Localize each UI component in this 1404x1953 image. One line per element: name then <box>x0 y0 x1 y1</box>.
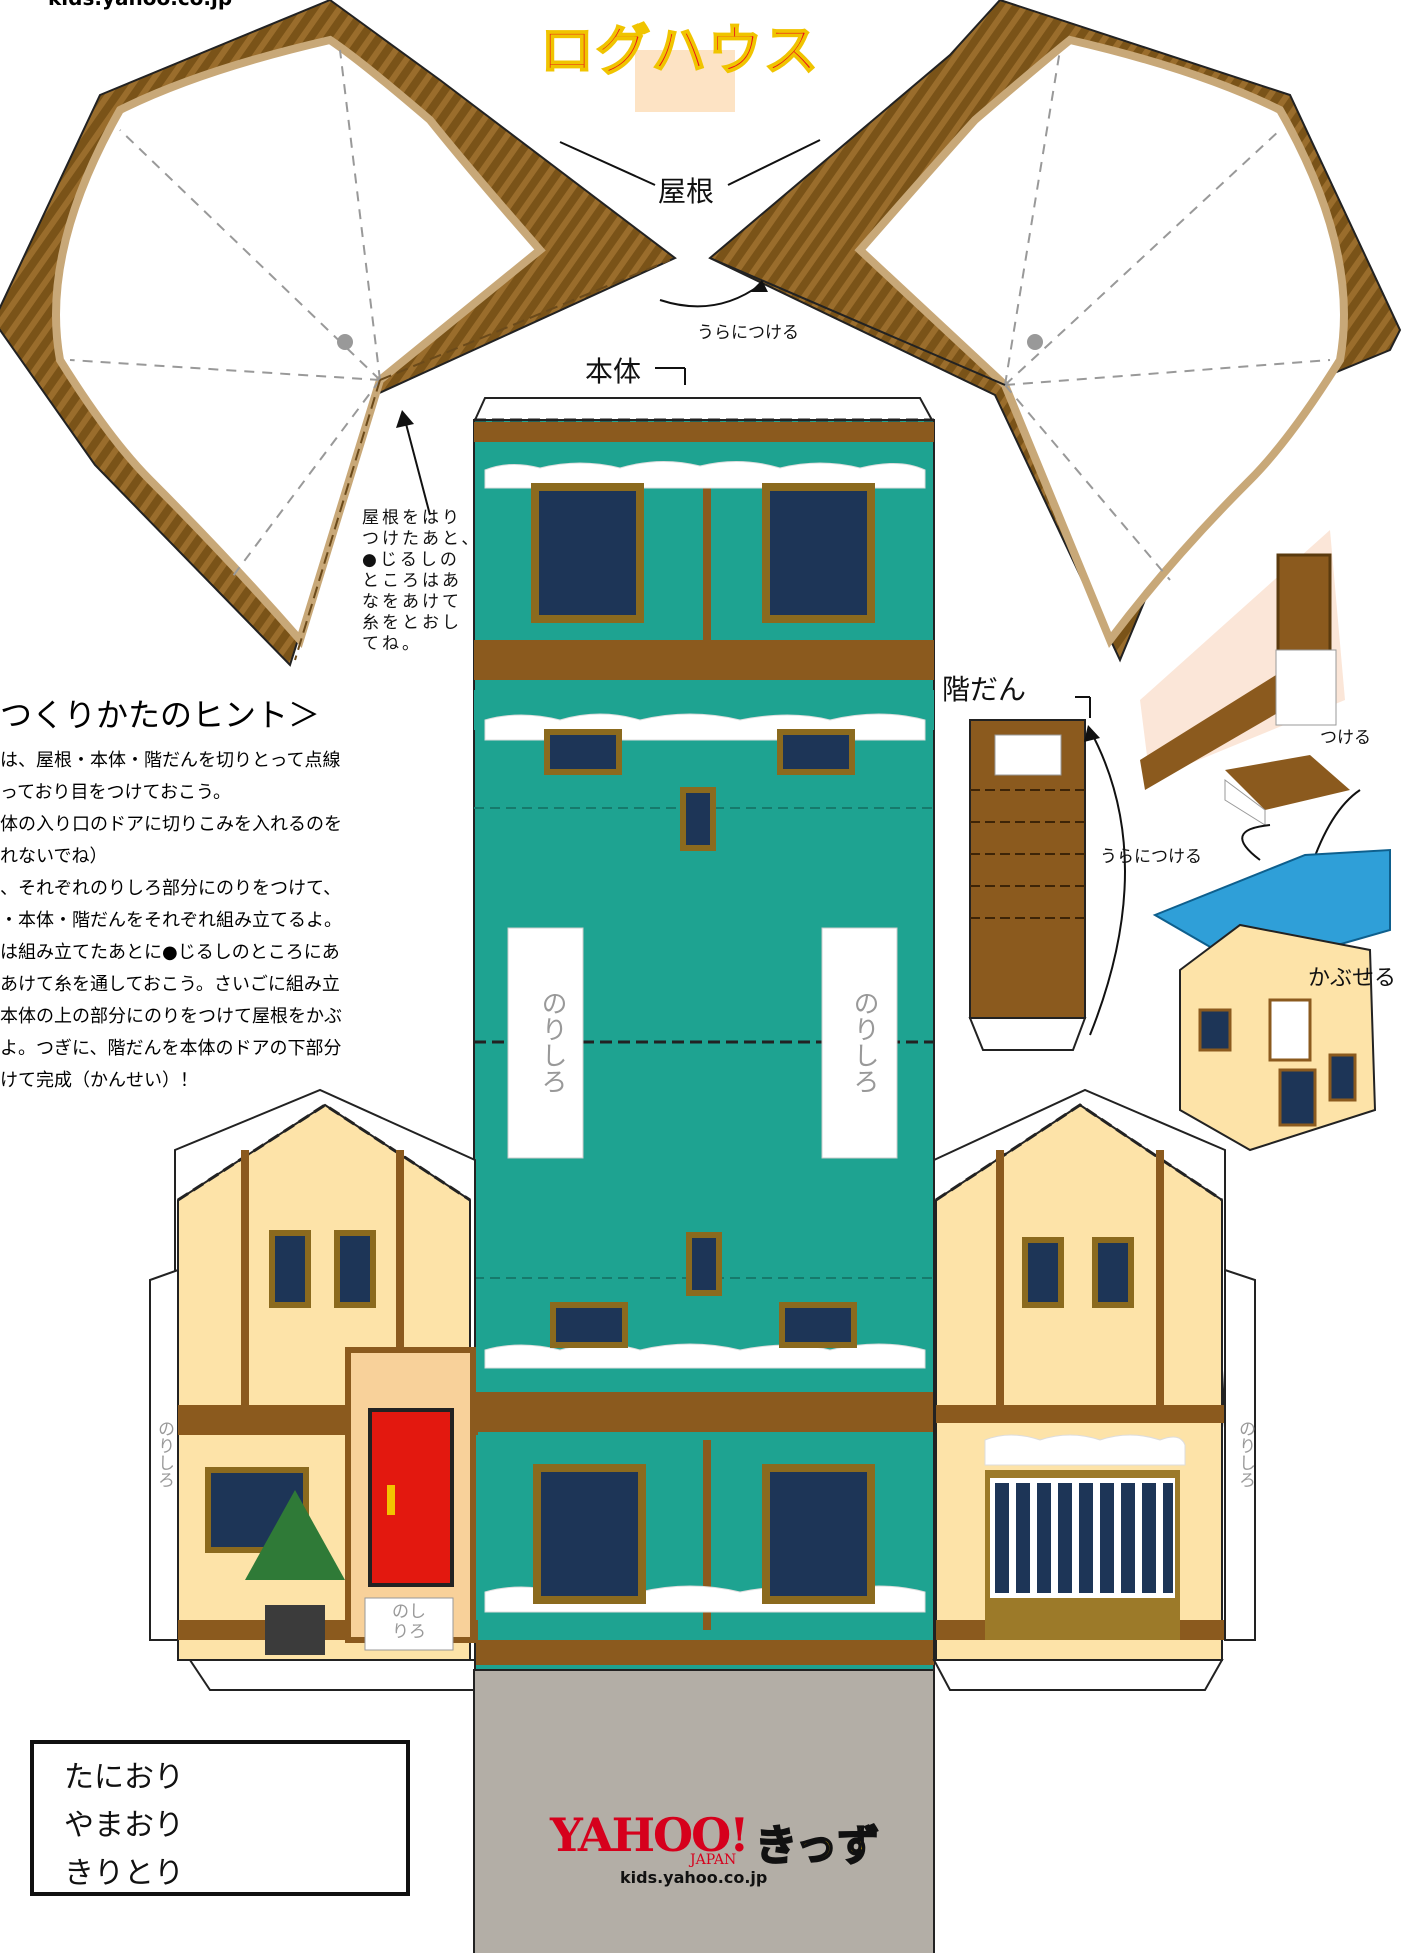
legend-cut: きりとり <box>64 1856 184 1891</box>
body-strip <box>473 397 935 1671</box>
right-house-panel <box>932 1088 1256 1691</box>
hint-line: あけて糸を通しておこう。さいごに組み立 <box>0 974 340 995</box>
glue-label-right: のりしろ <box>849 990 879 1094</box>
glue-label-left: のりしろ <box>537 990 567 1094</box>
fold-legend: たにおり やまおり きりとり <box>30 1740 410 1896</box>
left-roof-piece <box>0 0 677 667</box>
glue-label-right-side: のりしろ <box>1235 1420 1255 1488</box>
label-attach-back-stairs: うらにつける <box>1100 847 1202 867</box>
label-attach-back-roof: うらにつける <box>697 323 799 343</box>
glue-panel-left <box>507 927 584 1159</box>
right-roof-piece <box>708 0 1402 663</box>
legend-mountain-fold: やまおり <box>64 1808 184 1843</box>
hints-title: つくりかたのヒント＞ <box>0 696 321 734</box>
yahoo-logo-japan: JAPAN <box>690 1852 737 1868</box>
roof-note: 屋根をはり つけたあと、 ●じるしの ところはあ なをあけて 糸をとおし てね。 <box>362 508 482 654</box>
site-url-top: kids.yahoo.co.jp <box>48 0 232 10</box>
hint-line: 体の入り口のドアに切りこみを入れるのを <box>0 814 342 835</box>
hint-line: よ。つぎに、階だんを本体のドアの下部分 <box>0 1038 342 1059</box>
page-title: ログハウス <box>539 18 820 83</box>
label-body: 本体 <box>585 355 642 388</box>
hint-line: 、それぞれのりしろ部分にのりをつけて、 <box>0 878 342 899</box>
legend-valley-fold: たにおり <box>64 1760 184 1795</box>
assembly-illustration <box>1140 530 1391 1152</box>
left-house-panel <box>149 1088 478 1691</box>
ground-strip <box>473 1669 935 1953</box>
label-roof: 屋根 <box>658 175 715 208</box>
christmas-tree <box>245 1490 345 1580</box>
hint-line: けて完成（かんせい）！ <box>0 1070 198 1091</box>
hint-line: 本体の上の部分にのりをつけて屋根をかぶ <box>0 1006 342 1027</box>
yahoo-logo: YAHOO! <box>550 1808 749 1862</box>
glue-label-left-side: のりしろ <box>154 1420 174 1488</box>
hint-line: っており目をつけておこう。 <box>0 782 231 803</box>
glue-label-door: のし りろ <box>392 1602 426 1642</box>
red-door <box>368 1408 454 1587</box>
stairs-piece <box>968 696 1126 1051</box>
kids-logo: きっず <box>754 1820 880 1871</box>
hint-line: は組み立てたあとに●じるしのところにあ <box>0 942 340 963</box>
hint-line: れないでね） <box>0 846 108 867</box>
title-sign-backing <box>635 50 735 112</box>
label-stairs: 階だん <box>942 673 1027 706</box>
hint-line: は、屋根・本体・階だんを切りとって点線 <box>0 750 341 771</box>
glue-panel-right <box>821 927 898 1159</box>
label-attach: つける <box>1320 728 1371 748</box>
hint-line: ・本体・階だんをそれぞれ組み立てるよ。 <box>0 910 342 931</box>
label-cover: かぶせる <box>1308 966 1397 991</box>
site-url-bottom: kids.yahoo.co.jp <box>620 1868 768 1887</box>
